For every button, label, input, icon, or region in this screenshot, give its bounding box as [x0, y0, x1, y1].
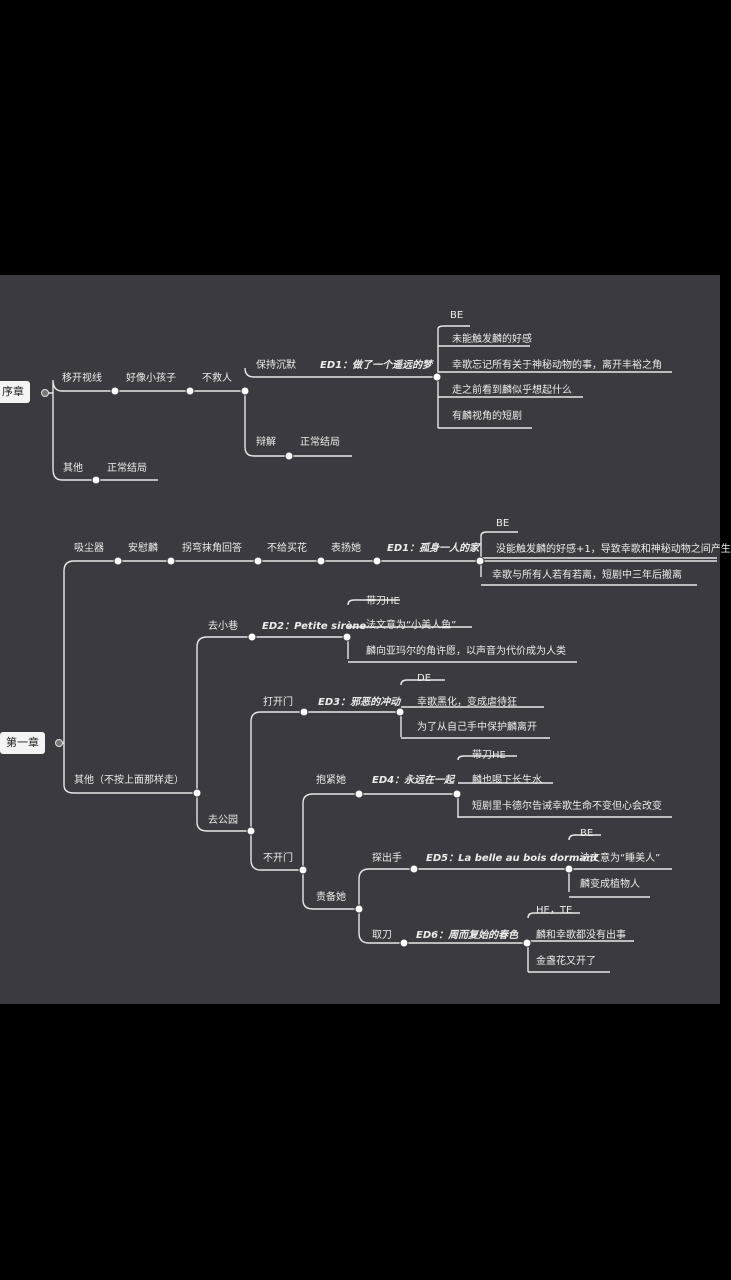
node-move-sight[interactable]: 移开视线 [62, 373, 102, 384]
leaf-be[interactable]: BE [580, 828, 594, 839]
node-other[interactable]: 其他 [63, 463, 83, 474]
ending-ed2[interactable]: ED2：Petite sirène [262, 621, 367, 632]
leaf-knife-he[interactable]: 带刀HE [366, 596, 400, 607]
leaf-be[interactable]: BE [450, 310, 464, 321]
ending-ed3[interactable]: ED3：邪恶的冲动 [318, 697, 401, 708]
leaf-text[interactable]: 未能触发麟的好感 [452, 334, 532, 345]
ending-ed1-chapter1[interactable]: ED1：孤身一人的家 [387, 543, 480, 554]
leaf-text[interactable]: 麟向亚玛尔的角许愿，以声音为代价成为人类 [366, 646, 566, 657]
node-not-save[interactable]: 不救人 [202, 373, 232, 384]
node-keep-silent[interactable]: 保持沉默 [256, 360, 296, 371]
node-no-flowers[interactable]: 不给买花 [267, 543, 307, 554]
node-vacuum[interactable]: 吸尘器 [74, 543, 104, 554]
node-indirect-answer[interactable]: 拐弯抹角回答 [182, 543, 242, 554]
mind-map-canvas: 序章 移开视线 好像小孩子 不救人 保持沉默 ED1：做了一个遥远的梦 BE 未… [0, 275, 731, 1004]
node-argue[interactable]: 辩解 [256, 437, 276, 448]
leaf-text[interactable]: 走之前看到麟似乎想起什么 [452, 385, 572, 396]
node-praise[interactable]: 表扬她 [331, 543, 361, 554]
node-like-child[interactable]: 好像小孩子 [126, 373, 176, 384]
leaf-text[interactable]: 幸歌黑化，变成虐待狂 [417, 697, 517, 708]
leaf-he-te[interactable]: HE，TE [536, 905, 573, 916]
node-reach[interactable]: 探出手 [372, 853, 402, 864]
node-park[interactable]: 去公园 [208, 815, 238, 826]
node-normal-end[interactable]: 正常结局 [300, 437, 340, 448]
node-hug[interactable]: 抱紧她 [316, 775, 346, 786]
node-alley[interactable]: 去小巷 [208, 621, 238, 632]
leaf-text[interactable]: 麟和幸歌都没有出事 [536, 930, 626, 941]
ending-ed1-prologue[interactable]: ED1：做了一个遥远的梦 [320, 360, 433, 371]
leaf-text[interactable]: 没能触发麟的好感+1，导致幸歌和神秘动物之间产生 [496, 544, 731, 555]
leaf-text[interactable]: 麟变成植物人 [580, 879, 640, 890]
leaf-text[interactable]: 幸歌与所有人若有若离，短剧中三年后搬离 [492, 570, 682, 581]
leaf-be[interactable]: BE [496, 518, 510, 529]
node-other-path[interactable]: 其他（不按上面那样走） [74, 775, 184, 786]
chapter1-root-node[interactable]: 第一章 [0, 732, 45, 754]
leaf-text[interactable]: 麟也喝下长生水 [472, 775, 542, 786]
ending-ed4[interactable]: ED4：永远在一起 [372, 775, 455, 786]
leaf-knife-he[interactable]: 带刀HE [472, 750, 506, 761]
leaf-text[interactable]: 金盏花又开了 [536, 956, 596, 967]
leaf-text[interactable]: 有麟视角的短剧 [452, 411, 522, 422]
node-no-open[interactable]: 不开门 [263, 853, 293, 864]
ending-ed5[interactable]: ED5：La belle au bois dormant [426, 853, 599, 864]
node-open-door[interactable]: 打开门 [263, 697, 293, 708]
leaf-text[interactable]: 法文意为“小美人鱼” [366, 620, 457, 631]
node-comfort[interactable]: 安慰麟 [128, 543, 158, 554]
node-normal-end[interactable]: 正常结局 [107, 463, 147, 474]
leaf-text[interactable]: 幸歌忘记所有关于神秘动物的事，离开丰裕之角 [452, 360, 662, 371]
ending-ed6[interactable]: ED6：周而复始的春色 [416, 930, 519, 941]
mind-map-connectors [41, 325, 717, 973]
node-take-knife[interactable]: 取刀 [372, 930, 392, 941]
leaf-de[interactable]: DE [417, 673, 432, 684]
leaf-text[interactable]: 短剧里卡德尔告诫幸歌生命不变但心会改变 [472, 801, 662, 812]
node-blame[interactable]: 责备她 [316, 892, 346, 903]
leaf-text[interactable]: 法文意为“睡美人” [580, 853, 661, 864]
prologue-root-node[interactable]: 序章 [0, 381, 30, 403]
leaf-text[interactable]: 为了从自己手中保护麟离开 [417, 722, 537, 733]
